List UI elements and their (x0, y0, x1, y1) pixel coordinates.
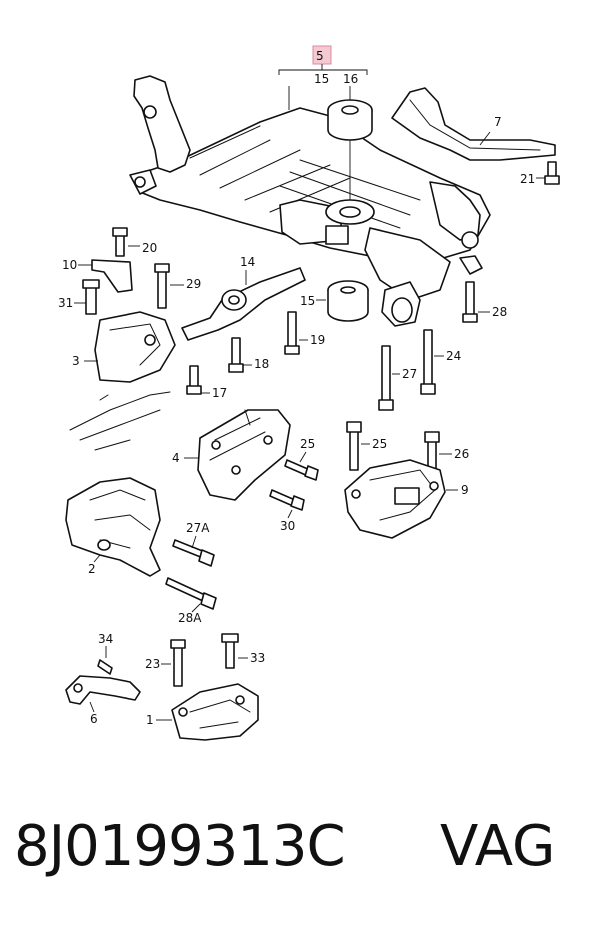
callout-label-6: 6 (90, 712, 98, 726)
callout-label-14: 14 (240, 255, 255, 269)
callout-label-19: 19 (310, 333, 325, 347)
footer: 8J0199313C VAG (0, 808, 600, 918)
bushing-16 (327, 99, 373, 141)
callout-label-18: 18 (254, 357, 269, 371)
callout-label-29: 29 (186, 277, 201, 291)
callout-label-24: 24 (446, 349, 461, 363)
part-number: 8J0199313C (14, 814, 346, 879)
bracket-4: 4 25 30 (172, 409, 319, 533)
callout-label-3: 3 (72, 354, 80, 368)
callout-label-23: 23 (145, 657, 160, 671)
callout-label-27: 27 (402, 367, 417, 381)
callout-label-34: 34 (98, 632, 113, 646)
callout-5: 5 15 16 (278, 45, 368, 110)
bracket-7: 7 21 (391, 87, 560, 186)
callout-label-31: 31 (58, 296, 73, 310)
callout-label-25b: 25 (300, 437, 315, 451)
callout-label-10: 10 (62, 258, 77, 272)
engine-mount-3: 20 10 31 29 3 (58, 227, 201, 451)
engine-mount-2: 2 27A 28A (65, 477, 217, 625)
bushing-15: 15 (300, 280, 369, 322)
callout-label-1: 1 (146, 713, 154, 727)
callout-label-26: 26 (454, 447, 469, 461)
bolts-27-24-28: 27 24 28 (378, 281, 507, 411)
brand-label: VAG (440, 814, 556, 879)
pendulum-support-14: 14 18 19 17 (181, 255, 325, 400)
callout-label-21: 21 (520, 172, 535, 186)
callout-label-28A: 28A (178, 611, 202, 625)
callout-label-25a: 25 (372, 437, 387, 451)
callout-label-27A: 27A (186, 521, 210, 535)
subframe (129, 75, 491, 327)
callout-label-9: 9 (461, 483, 469, 497)
transmission-mount-9: 25 26 9 (344, 421, 469, 539)
callout-label-7: 7 (494, 115, 502, 129)
callout-label-15b: 15 (300, 294, 315, 308)
callout-label-5: 5 (316, 49, 324, 63)
engine-mount-1: 23 33 1 (145, 633, 265, 741)
parts-diagram: 5 15 16 7 21 20 10 31 (58, 45, 560, 741)
callout-label-16: 16 (343, 72, 358, 86)
callout-label-17: 17 (212, 386, 227, 400)
callout-label-2: 2 (88, 562, 96, 576)
callout-label-28: 28 (492, 305, 507, 319)
callout-label-15a: 15 (314, 72, 329, 86)
callout-label-20: 20 (142, 241, 157, 255)
callout-label-4: 4 (172, 451, 180, 465)
callout-label-30: 30 (280, 519, 295, 533)
bracket-6: 34 6 (65, 632, 141, 726)
bushing-5-mount (325, 140, 375, 225)
callout-label-33: 33 (250, 651, 265, 665)
